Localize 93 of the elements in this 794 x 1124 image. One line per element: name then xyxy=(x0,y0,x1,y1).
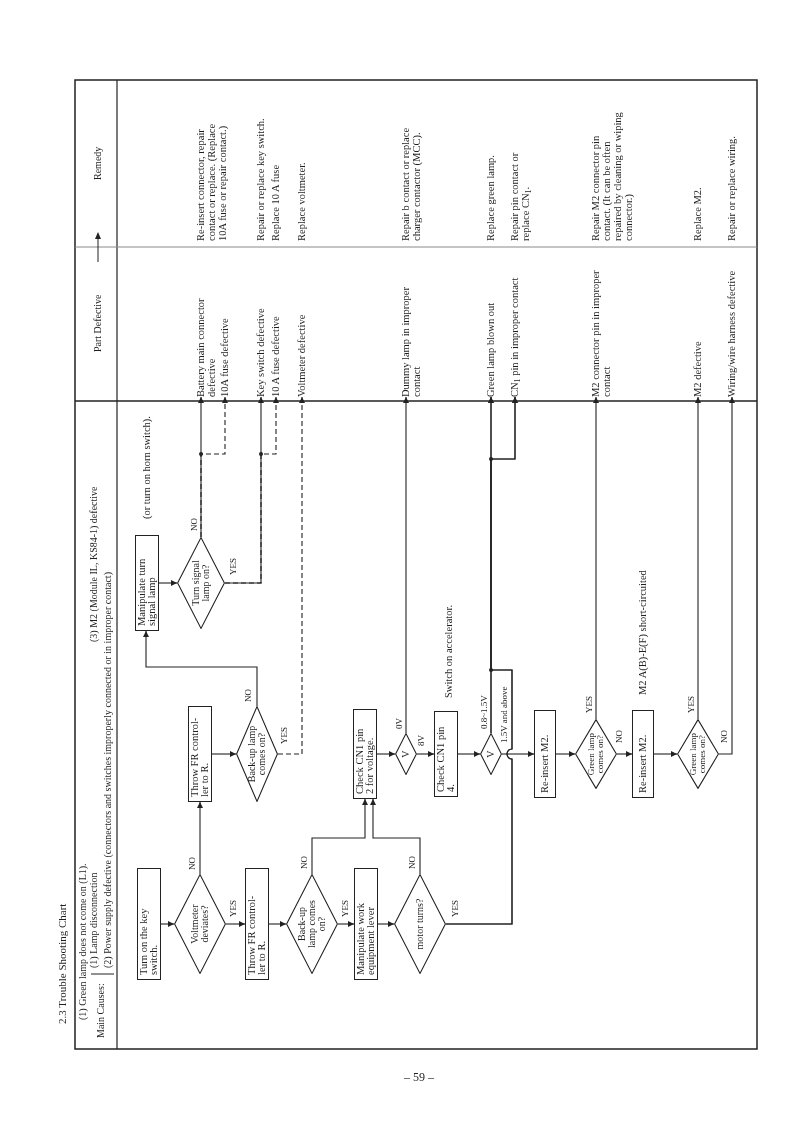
decision-diamond: Green lamp comes on? xyxy=(575,719,617,789)
decision-diamond: motor turns? xyxy=(394,874,446,974)
edge-label: YES xyxy=(584,695,594,714)
process-box: Re-insert M2. xyxy=(632,710,654,798)
cause-text: Voltmeter defective xyxy=(296,314,307,397)
edge-label: YES xyxy=(340,899,350,918)
arrow xyxy=(211,751,237,757)
edge-label: YES xyxy=(686,695,696,714)
arrow xyxy=(268,921,287,927)
arrow xyxy=(718,396,735,755)
cause-text: Green lamp blown out xyxy=(485,302,496,397)
remedy-text: Replace M2. xyxy=(692,187,703,241)
arrow xyxy=(593,396,599,720)
remedy-text: Replace green lamp. xyxy=(485,155,496,241)
arrow xyxy=(224,396,264,584)
note-text: Switch on accelerator. xyxy=(443,605,454,698)
remedy-text: Replace voltmeter. xyxy=(296,162,307,241)
arrow xyxy=(403,396,409,734)
remedy-text: Repair M2 connector pin contact. (It can be often repaired by cleaning or wiping connector.) xyxy=(590,111,634,241)
process-box: Throw FR control-ler to R. xyxy=(188,706,212,802)
process-box: Throw FR control-ler to R. xyxy=(245,868,269,980)
edge-label: NO xyxy=(243,688,253,703)
decision-diamond: Turn signal lamp on? xyxy=(177,537,225,629)
arrow xyxy=(197,801,203,875)
cause-text: Key switch defective xyxy=(255,308,266,397)
column-header: Remedy xyxy=(92,146,103,180)
arrow xyxy=(277,396,305,755)
page-number: – 59 – xyxy=(404,1071,434,1084)
header-text: (3) M2 (Module IL, KS84-1) defective xyxy=(88,486,99,642)
cause-text: M2 connector pin in improper contact xyxy=(590,257,612,397)
process-box: Manipulate turn signal lamp xyxy=(135,535,159,631)
cause-text: M2 defective xyxy=(692,341,703,397)
arrow xyxy=(555,751,576,757)
arrow xyxy=(160,921,175,927)
edge-label: NO xyxy=(614,729,624,744)
process-box: Re-insert M2. xyxy=(534,710,556,798)
edge-label: YES xyxy=(228,899,238,918)
decision-diamond: Back-up lamp comes on? xyxy=(286,874,338,974)
decision-diamond: V xyxy=(480,733,502,775)
arrow xyxy=(653,751,678,757)
arrow xyxy=(616,751,633,757)
remedy-text: Repair b contact or replace charger contactor (MCC). xyxy=(400,126,422,241)
remedy-text: Repair or replace wiring. xyxy=(726,136,737,241)
decision-diamond: Voltmeter deviates? xyxy=(174,874,226,974)
edge-label: NO xyxy=(719,729,729,744)
decision-diamond: V xyxy=(395,733,417,775)
edge-label: YES xyxy=(450,899,460,918)
arrow xyxy=(416,751,435,757)
arrow xyxy=(376,751,396,757)
process-box: Turn on the key switch. xyxy=(137,868,161,980)
process-box: Check CN1 pin 2 for voltage. xyxy=(353,709,377,799)
header-text: (2) Power supply defective (connectors and switches improperly connected or in improper contact) xyxy=(102,572,113,968)
remedy-text: Replace 10 A fuse xyxy=(270,164,281,241)
cause-text: Dummy lamp in improper contact xyxy=(400,272,422,397)
arrow xyxy=(158,580,178,586)
arrow xyxy=(311,798,368,875)
arrow xyxy=(143,630,258,707)
chart-title: 2.3 Trouble Shooting Chart xyxy=(56,903,68,1024)
cause-text: 10A fuse defective xyxy=(219,318,230,397)
arrow xyxy=(501,751,535,757)
edge-label: 0V xyxy=(394,717,404,730)
process-box: Manipulate work equipment lever xyxy=(354,868,378,980)
column-header: Part Defective xyxy=(92,294,103,352)
arrow xyxy=(370,798,421,875)
remedy-text: Repair or replace key switch. xyxy=(255,118,266,241)
cause-text: 10 A fuse defective xyxy=(270,316,281,397)
edge-label: YES xyxy=(279,726,289,745)
cause-text: Wiring/wire harness defective xyxy=(726,270,737,397)
decision-diamond: Green lamp comes on? xyxy=(677,719,719,789)
edge-label: NO xyxy=(187,856,197,871)
edge-label: 1.5V and above xyxy=(499,685,509,744)
process-box: Check CN1 pin 4. xyxy=(434,711,458,797)
decision-diamond: Back-up lamp comes on? xyxy=(236,706,278,802)
edge-label: YES xyxy=(228,557,238,576)
arrow xyxy=(225,921,246,927)
edge-label: NO xyxy=(189,517,199,532)
header-text: (1) Green lamp does not come on (L1). xyxy=(77,863,88,1020)
edge-label: 8V xyxy=(416,734,426,747)
cause-text: Battery main connector defective xyxy=(195,272,217,397)
arrow xyxy=(377,921,395,927)
header-text: Main Causes: xyxy=(95,983,106,1038)
header-text: (1) Lamp disconnection xyxy=(88,872,99,968)
note-text: (or turn on horn switch). xyxy=(141,416,152,519)
arrow xyxy=(490,396,518,734)
arrow xyxy=(695,396,701,720)
edge-label: NO xyxy=(299,855,309,870)
edge-label: NO xyxy=(407,855,417,870)
arrow xyxy=(198,396,204,538)
edge-label: 0.8~1.5V xyxy=(479,694,489,730)
arrow xyxy=(337,921,355,927)
arrow xyxy=(457,751,481,757)
note-text: M2 A(B)-E(F) short-circuited xyxy=(637,570,648,695)
remedy-text: Re-insert connector, repair contact or replace. (Replace 10A fuse or repair contact.) xyxy=(195,122,228,241)
